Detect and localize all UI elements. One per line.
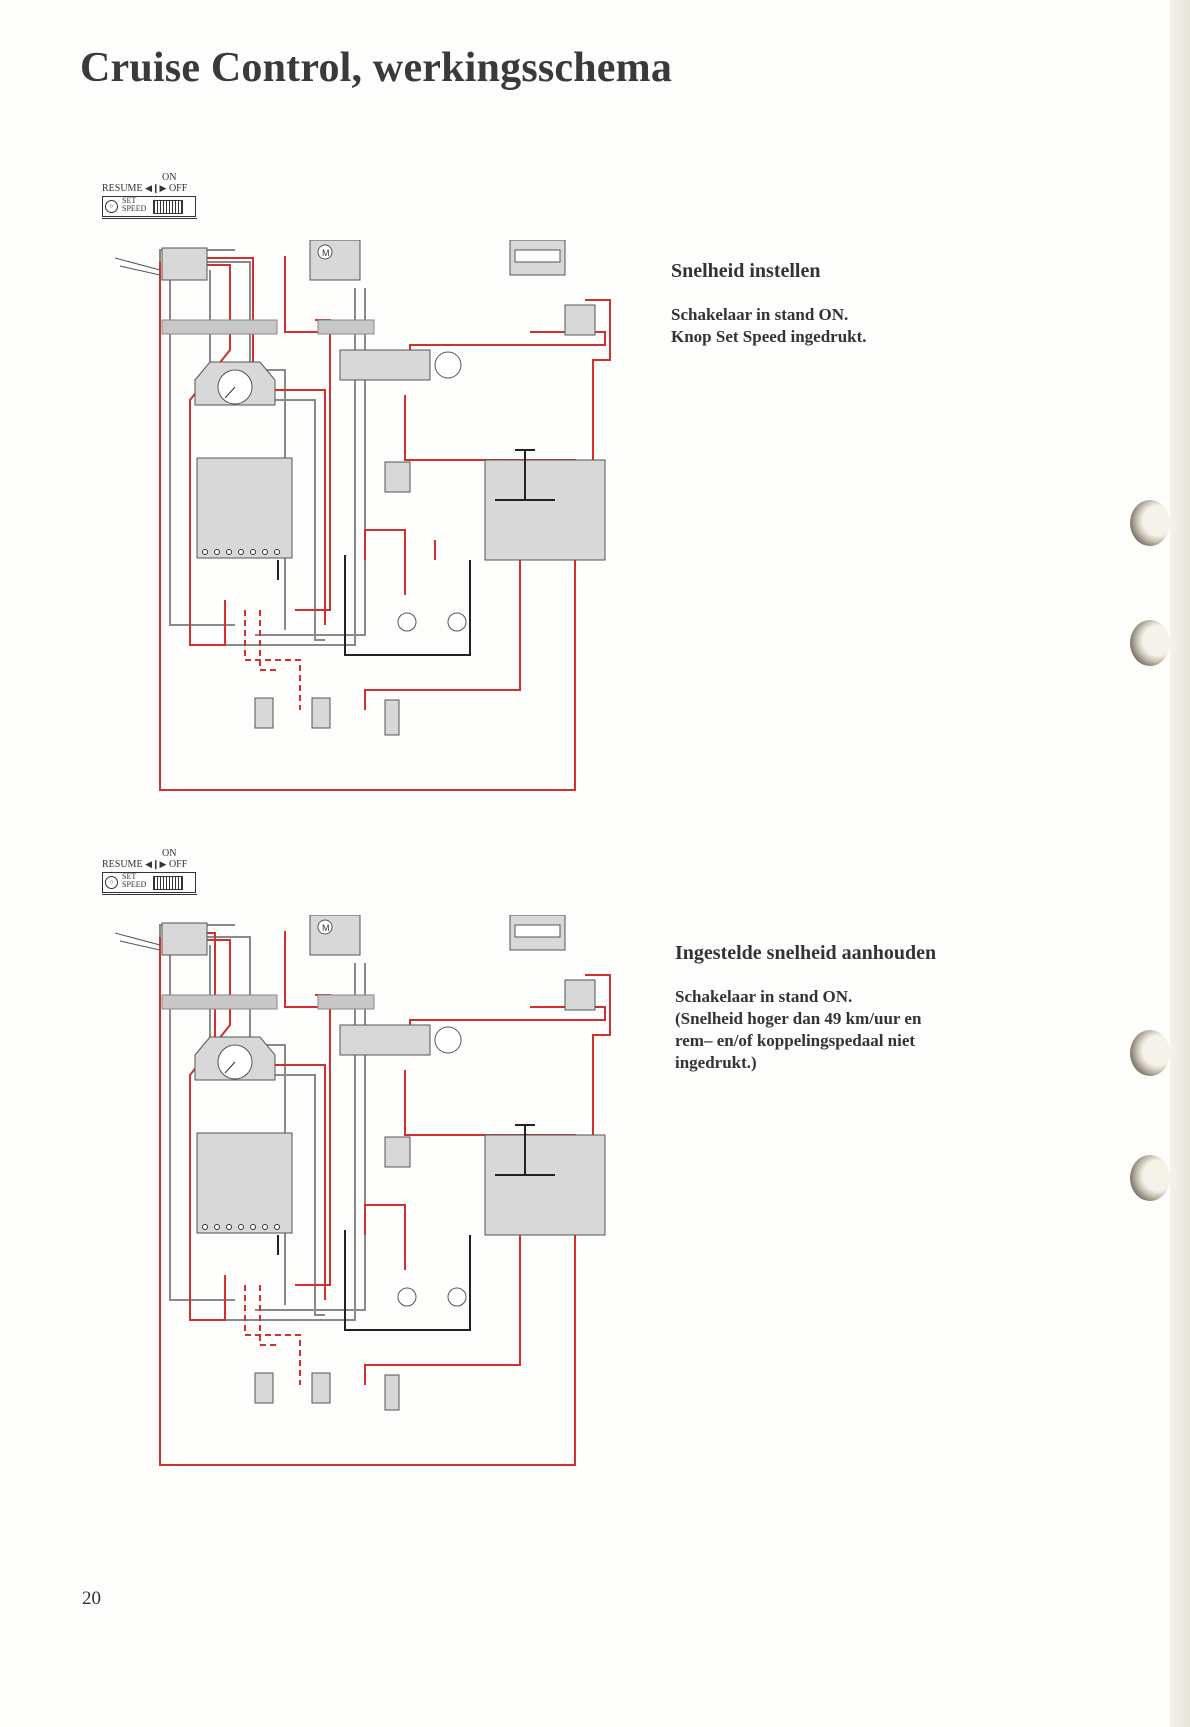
binder-hole: [1130, 500, 1170, 546]
set-label: SET: [122, 196, 137, 205]
lamp-icon: [397, 1287, 417, 1307]
section-1-line: Knop Set Speed ingedrukt.: [671, 327, 867, 346]
wiring-diagram-1: M: [115, 240, 611, 791]
pedal-switch-icon: [384, 1374, 400, 1411]
section-1-line: Schakelaar in stand ON.: [671, 305, 849, 324]
lamp-icon: [447, 612, 467, 632]
instrument-strip-icon: [339, 349, 431, 381]
control-unit-icon: [196, 1132, 293, 1234]
set-speed-button: ○ SET SPEED: [102, 872, 196, 893]
page-number: 20: [82, 1588, 101, 1609]
binder-hole: [1130, 1155, 1170, 1201]
switch-panel-2: ON RESUME ◀❙▶ OFF ○ SET SPEED: [102, 848, 222, 908]
switch-resume-label: RESUME: [102, 183, 143, 194]
switch-arrows-icon: ◀❙▶: [145, 183, 167, 193]
svg-text:M: M: [322, 923, 330, 933]
sensor-icon: [311, 697, 331, 729]
speed-label: SPEED: [122, 204, 147, 213]
svg-text:M: M: [322, 248, 330, 258]
cruise-switch-icon: [161, 247, 208, 281]
slider-icon: [153, 876, 183, 890]
connector-icon: [564, 304, 596, 336]
set-label: SET: [122, 872, 137, 881]
section-1-heading: Snelheid instellen: [671, 260, 821, 282]
fuse-box-icon: [161, 319, 278, 335]
pedal-module-icon: [484, 1134, 606, 1236]
fuse-box-icon: [317, 994, 375, 1010]
fuse-box-icon: [317, 319, 375, 335]
switch-on-label: ON: [162, 848, 177, 859]
motor-icon: [309, 915, 361, 956]
cruise-switch-icon: [161, 922, 208, 956]
connector-icon: [564, 979, 596, 1011]
dial-icon: ○: [105, 200, 118, 213]
sensor-icon: [254, 697, 274, 729]
slider-icon: [153, 200, 183, 214]
relay-icon: [384, 461, 411, 493]
section-2-heading: Ingestelde snelheid aanhouden: [675, 942, 937, 964]
page-edge: [1170, 0, 1190, 1727]
lamp-icon: [397, 612, 417, 632]
section-2-line: Schakelaar in stand ON.: [675, 987, 853, 1006]
switch-resume-label: RESUME: [102, 859, 143, 870]
pedal-module-icon: [484, 459, 606, 561]
switch-off-label: OFF: [168, 183, 188, 194]
section-2-body: Schakelaar in stand ON. (Snelheid hoger …: [675, 986, 921, 1074]
switch-panel-1: ON RESUME ◀❙▶ OFF ○ SET SPEED: [102, 172, 222, 232]
wiring-diagram-2: M: [115, 915, 611, 1466]
binder-hole: [1130, 1030, 1170, 1076]
section-2-line: rem– en/of koppelingspedaal niet: [675, 1031, 916, 1050]
set-speed-button: ○ SET SPEED: [102, 196, 196, 217]
sensor-icon: [311, 1372, 331, 1404]
switch-on-label: ON: [162, 172, 177, 183]
binder-hole: [1130, 620, 1170, 666]
switch-off-label: OFF: [168, 859, 188, 870]
section-1-body: Schakelaar in stand ON. Knop Set Speed i…: [671, 304, 867, 348]
section-2-line: ingedrukt.): [675, 1053, 757, 1072]
instrument-strip-icon: [339, 1024, 431, 1056]
relay-icon: [384, 1136, 411, 1168]
motor-icon: [309, 240, 361, 281]
fuse-box-icon: [161, 994, 278, 1010]
switch-arrows-icon: ◀❙▶: [145, 859, 167, 869]
control-unit-icon: [196, 457, 293, 559]
page-title: Cruise Control, werkingsschema: [80, 45, 673, 91]
dial-icon: ○: [105, 876, 118, 889]
speed-label: SPEED: [122, 880, 147, 889]
pedal-switch-icon: [384, 699, 400, 736]
sensor-icon: [254, 1372, 274, 1404]
lamp-icon: [447, 1287, 467, 1307]
section-2-line: (Snelheid hoger dan 49 km/uur en: [675, 1009, 922, 1028]
